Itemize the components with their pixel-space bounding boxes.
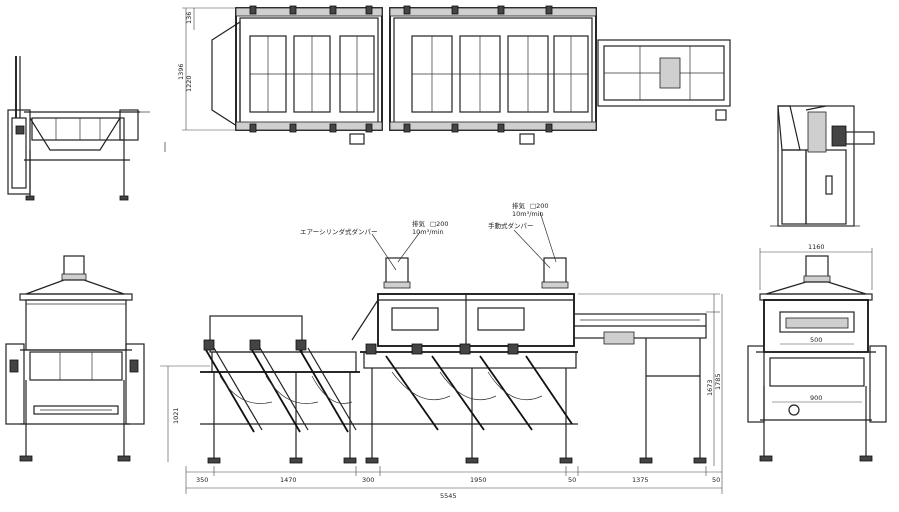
- exhaust-right-flow: 10m³/min: [512, 210, 544, 218]
- dim-50-b: 50: [712, 476, 720, 484]
- dim-1375: 1375: [632, 476, 649, 484]
- plan-width-c: 136: [185, 12, 193, 24]
- end-width-dim: 1160: [808, 243, 825, 251]
- air-cylinder-damper-label: エアーシリンダ式ダンパー: [300, 227, 377, 236]
- exhaust-left-label: 排気: [412, 219, 426, 228]
- right-side-view: [770, 105, 875, 227]
- exhaust-right-size: □200: [530, 202, 549, 210]
- dim-350: 350: [196, 476, 208, 484]
- height-left-dim: 1021: [172, 407, 180, 424]
- exhaust-left-flow: 10m³/min: [412, 228, 444, 236]
- plan-view: 1396 1220 136: [177, 5, 731, 145]
- plan-width-b: 1220: [185, 75, 193, 92]
- height-right-a-dim: 1673: [706, 379, 714, 396]
- main-elevation: [160, 211, 723, 494]
- dim-300: 300: [362, 476, 374, 484]
- plan-width-a: 1396: [177, 63, 185, 80]
- exhaust-left-size: □200: [430, 220, 449, 228]
- exhaust-right-label: 排気: [512, 201, 526, 210]
- dim-50-a: 50: [568, 476, 576, 484]
- right-end-view: [747, 248, 887, 462]
- end-inner-b-dim: 900: [810, 394, 822, 402]
- end-inner-a-dim: 500: [810, 336, 822, 344]
- left-end-view: [5, 255, 145, 462]
- left-side-view: [7, 56, 166, 201]
- dim-1470: 1470: [280, 476, 297, 484]
- manual-damper-label: 手動式ダンパー: [488, 221, 534, 230]
- dim-total: 5545: [440, 492, 457, 500]
- dim-1950: 1950: [470, 476, 487, 484]
- height-right-b-dim: 1785: [714, 373, 722, 390]
